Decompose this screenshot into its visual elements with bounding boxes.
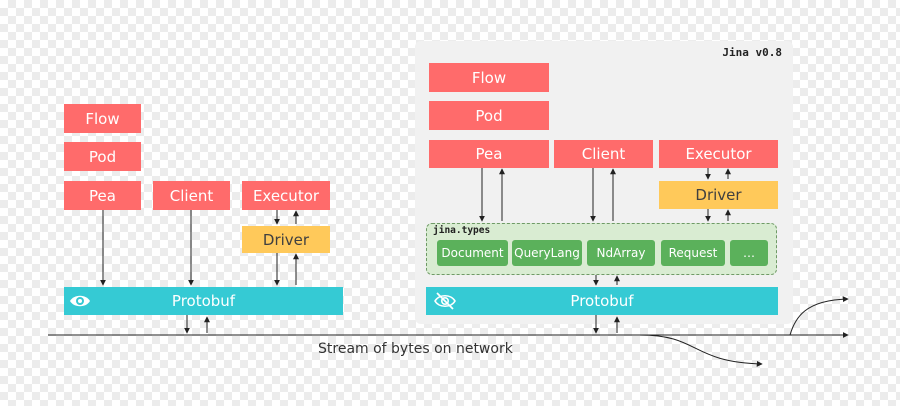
jina-types-label: jina.types	[433, 225, 491, 236]
right-protobuf-bar: Protobuf	[426, 287, 778, 315]
version-label: Jina v0.8	[722, 46, 782, 59]
right-flow-box: Flow	[429, 63, 549, 92]
left-pea-box: Pea	[64, 181, 141, 210]
eye-slash-icon	[434, 292, 456, 310]
right-pod-box: Pod	[429, 101, 549, 130]
type-more: …	[730, 240, 768, 266]
type-document: Document	[437, 240, 508, 266]
right-driver-box: Driver	[659, 181, 778, 209]
right-pea-box: Pea	[429, 140, 549, 168]
type-request: Request	[661, 240, 725, 266]
left-pod-box: Pod	[64, 142, 141, 171]
left-executor-box: Executor	[242, 181, 330, 210]
left-driver-box: Driver	[242, 226, 330, 253]
eye-icon	[70, 295, 90, 307]
type-ndarray: NdArray	[587, 240, 655, 266]
right-client-box: Client	[554, 140, 653, 168]
left-protobuf-bar: Protobuf	[64, 287, 343, 315]
network-caption: Stream of bytes on network	[318, 341, 513, 357]
right-executor-box: Executor	[659, 140, 778, 168]
left-flow-box: Flow	[64, 104, 141, 133]
left-client-box: Client	[153, 181, 230, 210]
type-querylang: QueryLang	[512, 240, 582, 266]
